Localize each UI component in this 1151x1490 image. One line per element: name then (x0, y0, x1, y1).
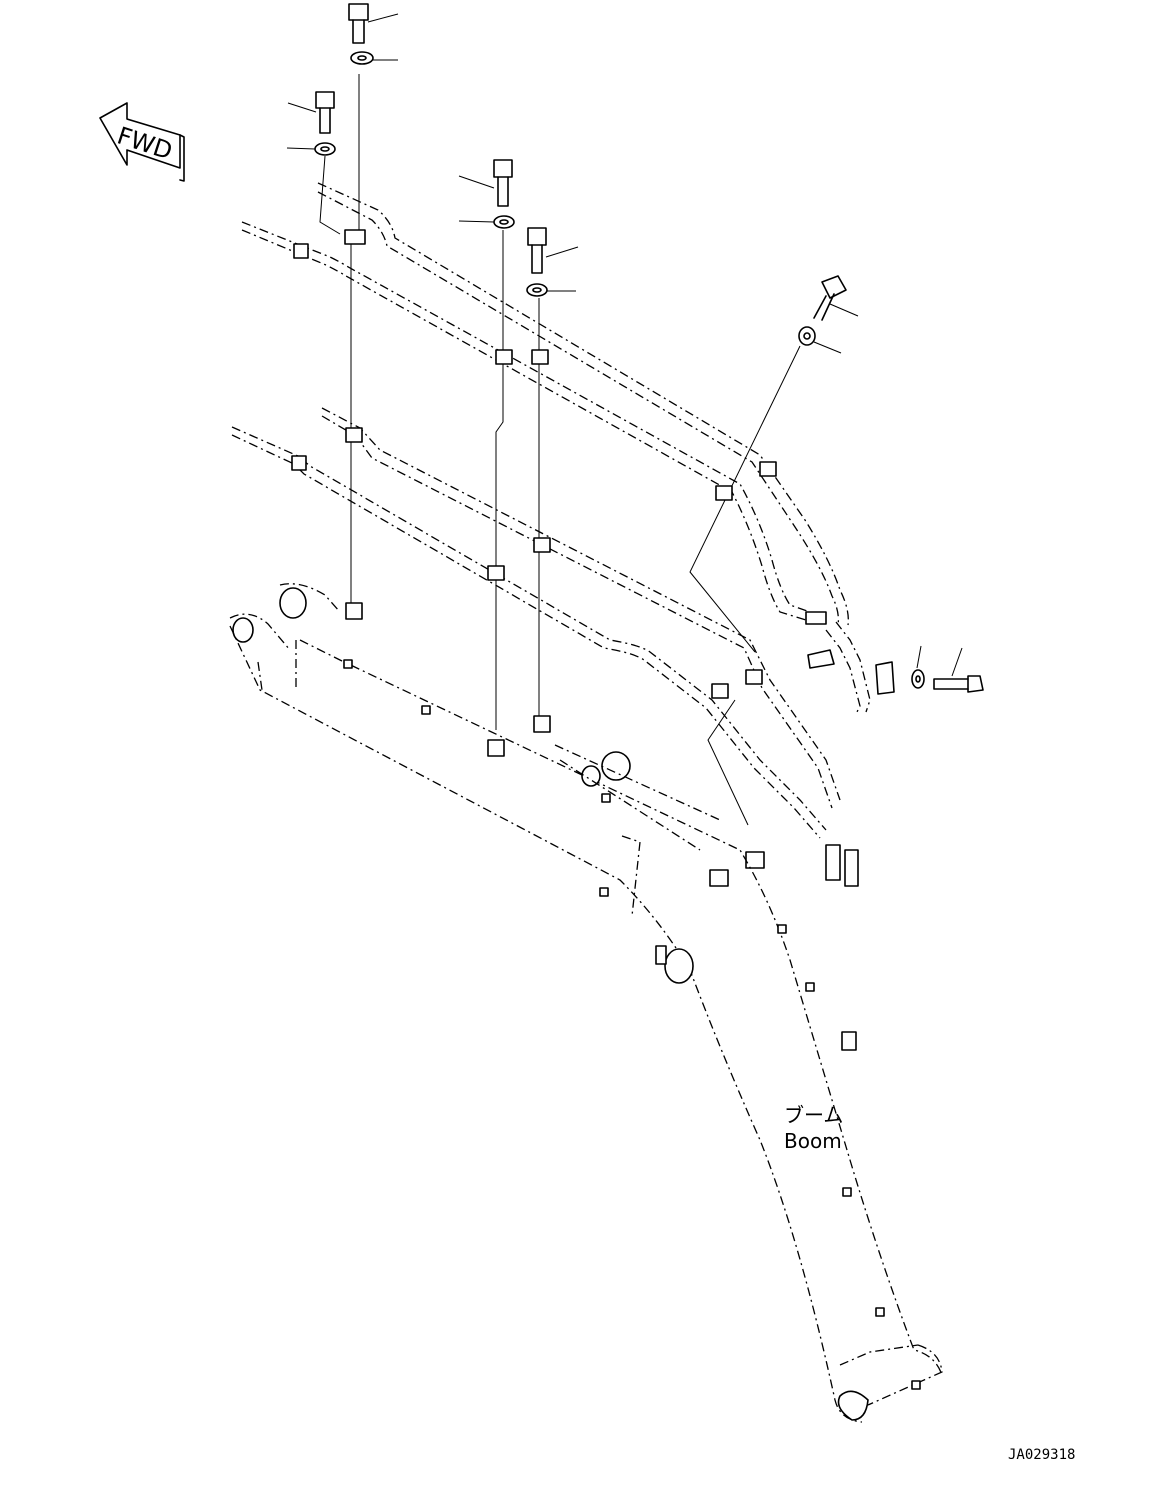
bolt-1 (348, 3, 399, 44)
washer-5 (798, 326, 842, 354)
bolt-6 (933, 647, 984, 693)
pipe-clamps (291, 229, 777, 887)
bolt-3 (458, 159, 513, 207)
alignment-lines (319, 74, 801, 826)
boom-label-english: Boom (784, 1129, 842, 1153)
bolt-4 (527, 227, 579, 274)
lower-pipe-inner (231, 426, 827, 839)
washer-3 (458, 215, 515, 229)
boom-label-japanese: ブーム (784, 1103, 843, 1127)
upper-pipe-outer (317, 182, 849, 626)
bolt-2 (287, 91, 335, 134)
right-fittings (805, 611, 895, 887)
fwd-direction-arrow: FWD (99, 102, 185, 182)
boom-body (229, 583, 943, 1423)
upper-pipe-inner (241, 221, 811, 621)
washer-2 (286, 142, 336, 156)
washer-6 (911, 645, 925, 689)
washer-1 (350, 51, 398, 65)
washer-4 (526, 283, 576, 297)
bolt-5 (813, 275, 859, 321)
drawing-number: JA029318 (1008, 1447, 1075, 1463)
